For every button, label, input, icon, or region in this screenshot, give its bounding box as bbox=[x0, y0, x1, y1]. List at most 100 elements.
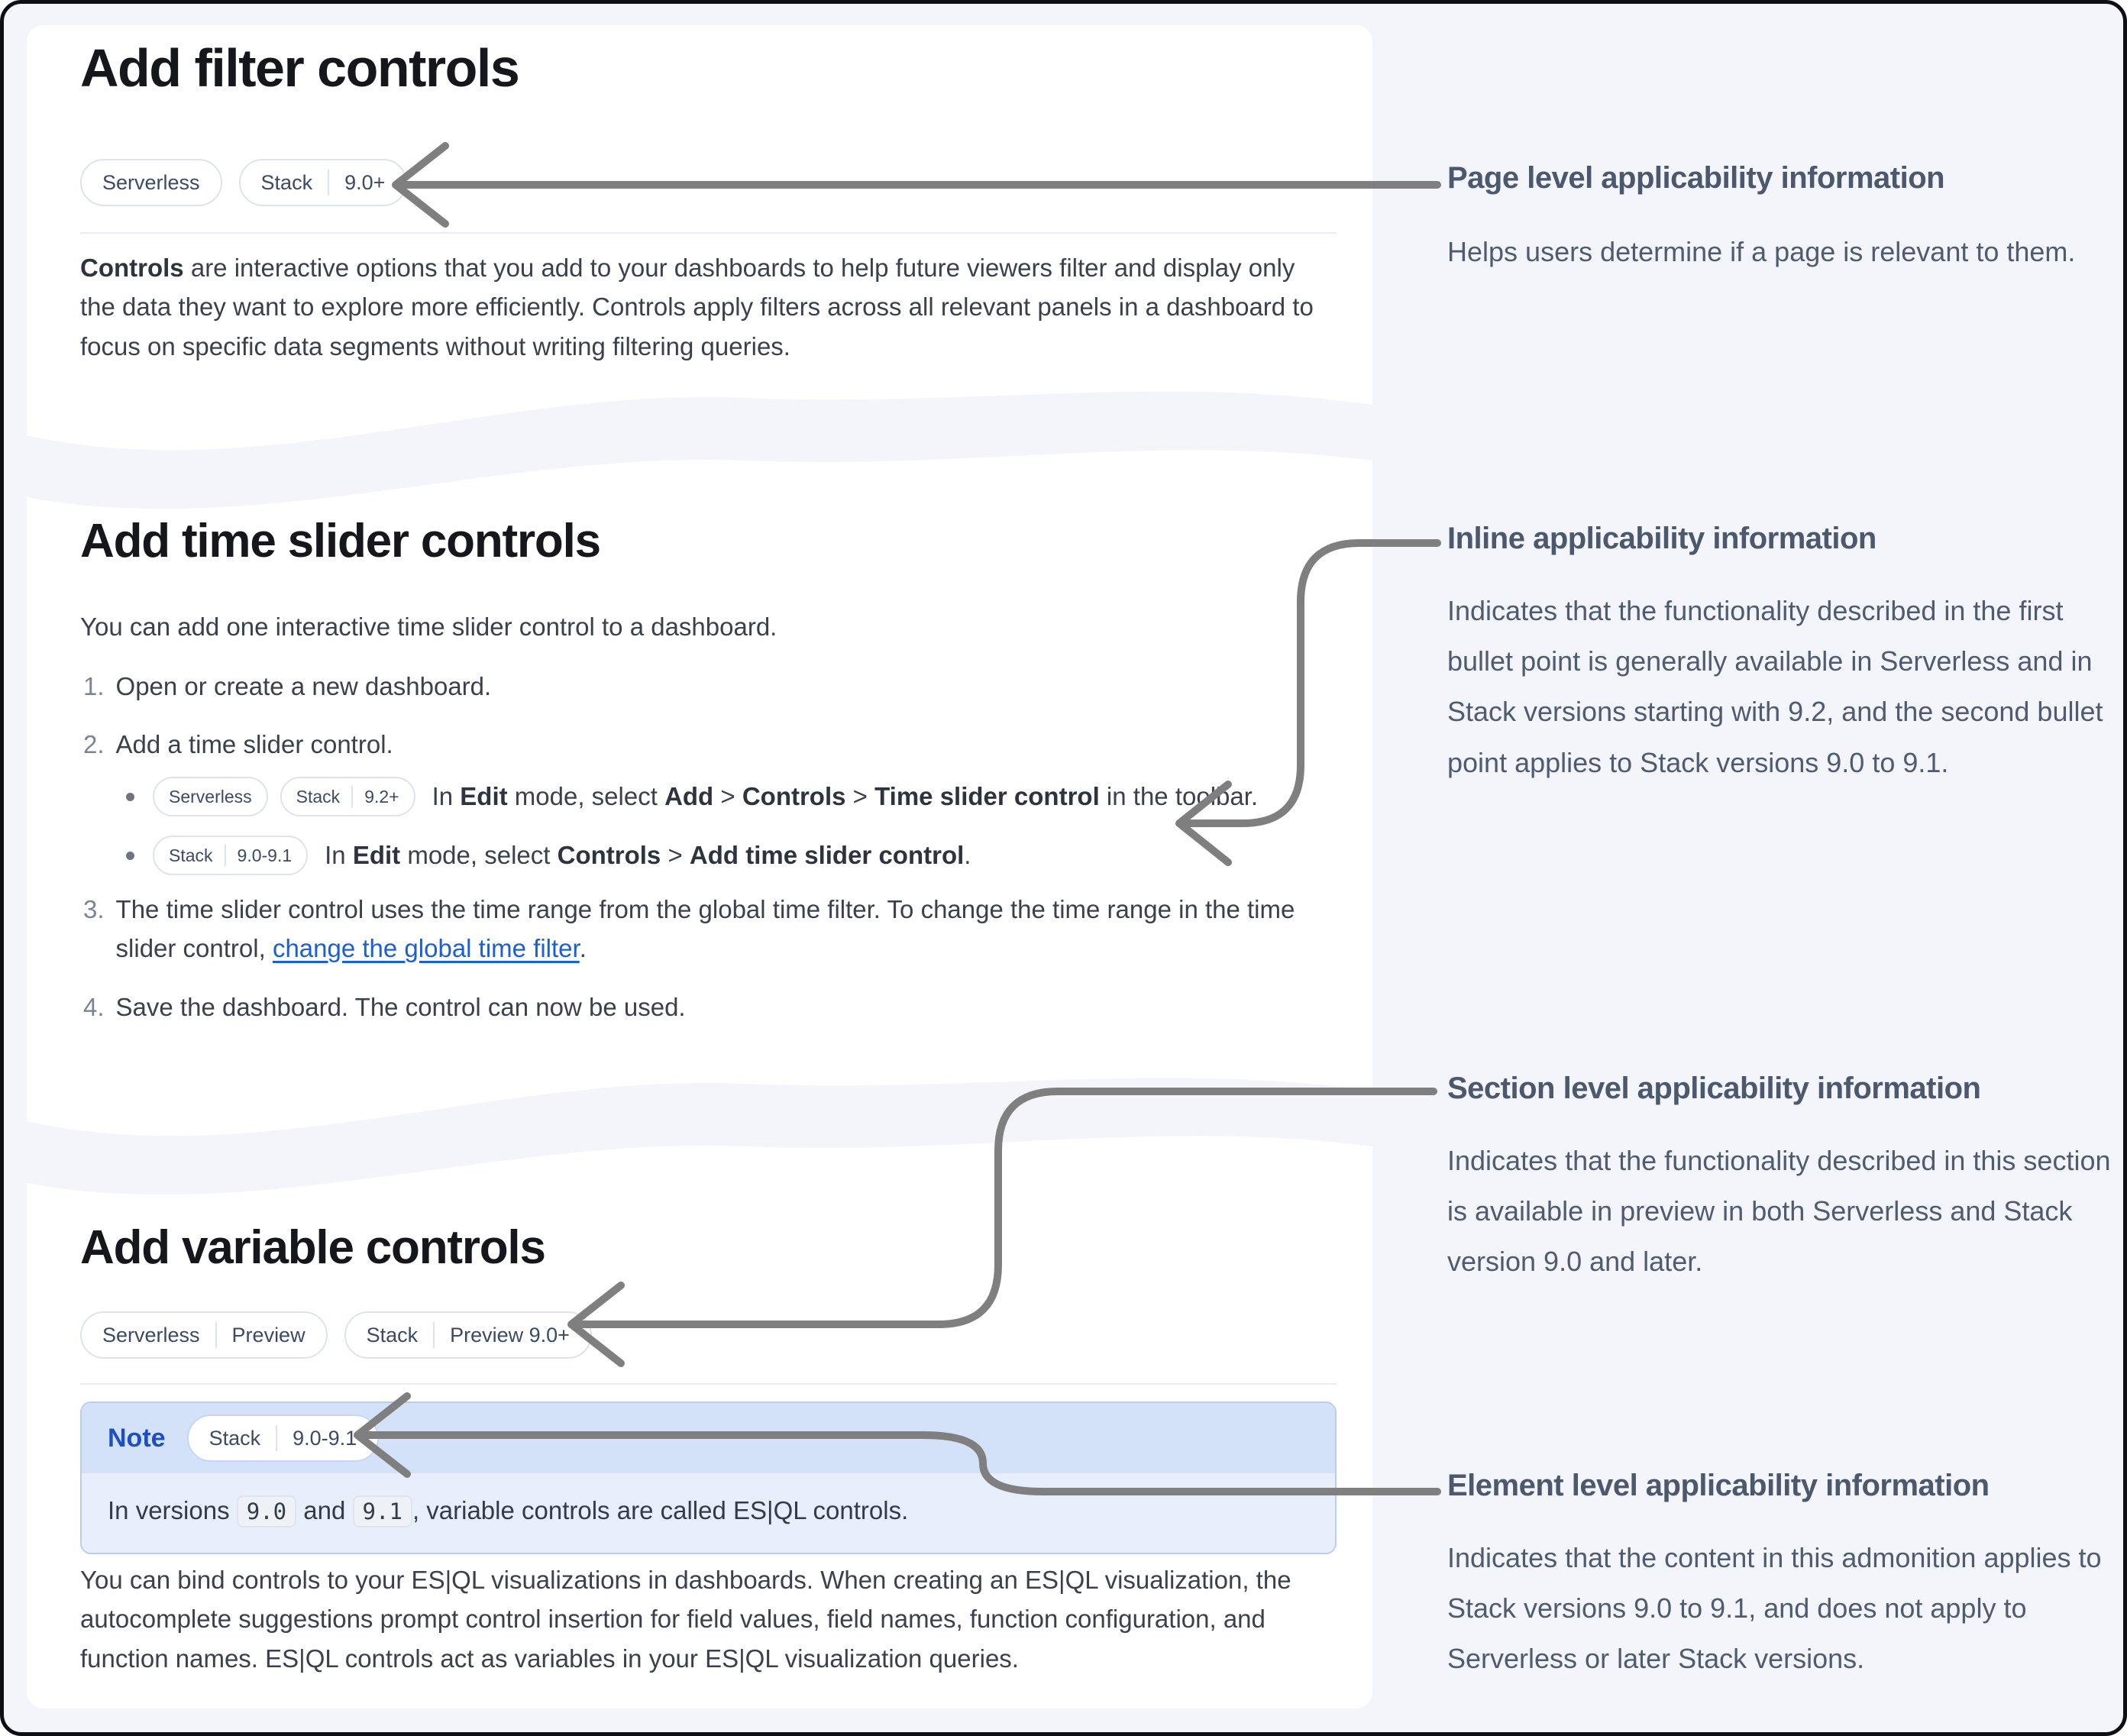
step-text: Open or create a new dashboard. bbox=[116, 667, 492, 706]
section-applicability-badges: Serverless Preview Stack Preview 9.0+ bbox=[80, 1311, 592, 1359]
step-number: 2. bbox=[83, 730, 105, 758]
badge-part: Stack bbox=[366, 1323, 419, 1346]
text: in the toolbar. bbox=[1099, 782, 1259, 810]
annotation-body-inline: Indicates that the functionality describ… bbox=[1447, 595, 2103, 778]
bullet-stack-90-91: Stack 9.0-9.1 In Edit mode, select Contr… bbox=[126, 836, 971, 875]
annotation-title-element-level: Element level applicability information bbox=[1447, 1469, 1990, 1502]
bold-text: Controls bbox=[80, 254, 184, 282]
text: In bbox=[432, 782, 461, 810]
annotation-body-section-level: Indicates that the functionality describ… bbox=[1447, 1145, 2111, 1278]
inline-code: 9.1 bbox=[352, 1495, 412, 1527]
divider bbox=[80, 232, 1337, 234]
note-admonition: Note Stack 9.0-9.1 In versions 9.0 and 9… bbox=[80, 1401, 1337, 1554]
badge-part: 9.0+ bbox=[344, 170, 386, 194]
bullet-text: In Edit mode, select Add > Controls > Ti… bbox=[432, 782, 1258, 811]
bold-text: Add time slider control bbox=[689, 841, 965, 869]
step-text: Save the dashboard. The control can now … bbox=[116, 988, 686, 1026]
serverless-preview-badge: Serverless Preview bbox=[80, 1311, 328, 1359]
annotation-body-element-level: Indicates that the content in this admon… bbox=[1447, 1542, 2102, 1675]
text: You can bind controls to your ES|QL visu… bbox=[80, 1566, 1291, 1673]
badge-part: Serverless bbox=[102, 1323, 200, 1346]
section-title-time-slider: Add time slider controls bbox=[80, 515, 601, 567]
page-title: Add filter controls bbox=[80, 38, 520, 98]
bullet-dot bbox=[126, 851, 134, 860]
badge-divider bbox=[215, 1322, 217, 1348]
text: . bbox=[964, 841, 971, 869]
bullet-dot bbox=[126, 792, 134, 801]
badge-part: 9.0-9.1 bbox=[293, 1426, 357, 1450]
page-applicability-badges: Serverless Stack 9.0+ bbox=[80, 159, 408, 206]
annotation-title-section-level: Section level applicability information bbox=[1447, 1072, 1981, 1105]
wave-separator-1 bbox=[27, 391, 1372, 509]
stack-version-badge: Stack 9.0-9.1 bbox=[153, 836, 309, 875]
text: mode, select bbox=[400, 841, 558, 869]
bullet-serverless-stack-92: Serverless Stack 9.2+ In Edit mode, sele… bbox=[126, 777, 1258, 816]
annotation-title-page-level: Page level applicability information bbox=[1447, 161, 1945, 195]
bold-text: Edit bbox=[352, 841, 401, 869]
annotation-body-page-level: Helps users determine if a page is relev… bbox=[1447, 236, 2076, 267]
badge-part: Stack bbox=[296, 786, 341, 807]
badge-part: Preview 9.0+ bbox=[450, 1323, 570, 1346]
ordered-step-3: 3. The time slider control uses the time… bbox=[83, 890, 1320, 968]
serverless-badge: Serverless bbox=[80, 159, 222, 206]
badge-part: Serverless bbox=[169, 786, 252, 807]
text: are interactive options that you add to … bbox=[80, 254, 1314, 360]
badge-part: Preview bbox=[231, 1323, 305, 1346]
serverless-badge: Serverless bbox=[153, 777, 268, 816]
inline-code: 9.0 bbox=[236, 1495, 297, 1527]
text: and bbox=[296, 1496, 353, 1524]
text: > bbox=[845, 782, 875, 810]
ordered-step-4: 4. Save the dashboard. The control can n… bbox=[83, 988, 1320, 1026]
section-title-variable-controls: Add variable controls bbox=[80, 1221, 546, 1274]
badge-part: 9.2+ bbox=[364, 786, 399, 807]
badge-divider bbox=[351, 786, 354, 807]
bold-text: Controls bbox=[557, 841, 661, 869]
step-number: 3. bbox=[83, 895, 105, 923]
text: Open or create a new dashboard. bbox=[115, 672, 492, 700]
ordered-step-1: 1. Open or create a new dashboard. bbox=[83, 667, 1320, 706]
bold-text: Controls bbox=[742, 782, 846, 810]
note-header: Note Stack 9.0-9.1 bbox=[82, 1403, 1335, 1473]
note-title: Note bbox=[108, 1423, 166, 1453]
inline-link[interactable]: change the global time filter bbox=[272, 934, 580, 963]
text: Add a time slider control. bbox=[115, 730, 393, 758]
stack-version-badge: Stack 9.0-9.1 bbox=[186, 1414, 380, 1462]
text: > bbox=[713, 782, 742, 810]
bold-text: Edit bbox=[460, 782, 508, 810]
badge-divider bbox=[224, 845, 226, 866]
text: Save the dashboard. The control can now … bbox=[115, 993, 686, 1021]
badge-part: Serverless bbox=[102, 170, 200, 194]
bold-text: Add bbox=[664, 782, 714, 810]
badge-divider bbox=[276, 1425, 278, 1451]
annotation-title-inline: Inline applicability information bbox=[1447, 522, 1876, 555]
section-intro: You can add one interactive time slider … bbox=[80, 613, 777, 641]
text: . bbox=[579, 934, 587, 963]
text: In versions bbox=[108, 1496, 237, 1524]
intro-paragraph: Controls are interactive options that yo… bbox=[80, 248, 1333, 366]
step-number: 4. bbox=[83, 993, 105, 1021]
wave-separator-2 bbox=[27, 1078, 1372, 1195]
step-text: The time slider control uses the time ra… bbox=[116, 890, 1311, 968]
badge-divider bbox=[328, 170, 330, 196]
step-text: Add a time slider control. bbox=[116, 725, 393, 764]
badge-part: Stack bbox=[260, 170, 313, 194]
text: The time slider control uses the time ra… bbox=[115, 895, 1295, 963]
bullet-text: In Edit mode, select Controls > Add time… bbox=[325, 841, 971, 870]
ordered-step-2: 2. Add a time slider control. bbox=[83, 725, 1320, 764]
stack-preview-badge: Stack Preview 9.0+ bbox=[344, 1311, 592, 1359]
text: > bbox=[661, 841, 690, 869]
stack-version-badge: Stack 9.0+ bbox=[238, 159, 408, 206]
badge-part: 9.0-9.1 bbox=[237, 845, 293, 865]
badge-part: Stack bbox=[169, 845, 213, 865]
badge-divider bbox=[433, 1322, 435, 1348]
badge-part: Stack bbox=[208, 1426, 261, 1450]
text: , variable controls are called ES|QL con… bbox=[412, 1496, 909, 1524]
divider bbox=[80, 1383, 1337, 1385]
note-body: In versions 9.0 and 9.1, variable contro… bbox=[82, 1473, 1335, 1553]
text: In bbox=[325, 841, 353, 869]
esql-paragraph: You can bind controls to your ES|QL visu… bbox=[80, 1560, 1333, 1678]
bold-text: Time slider control bbox=[874, 782, 1100, 810]
stack-version-badge: Stack 9.2+ bbox=[280, 777, 415, 816]
text: mode, select bbox=[507, 782, 665, 810]
